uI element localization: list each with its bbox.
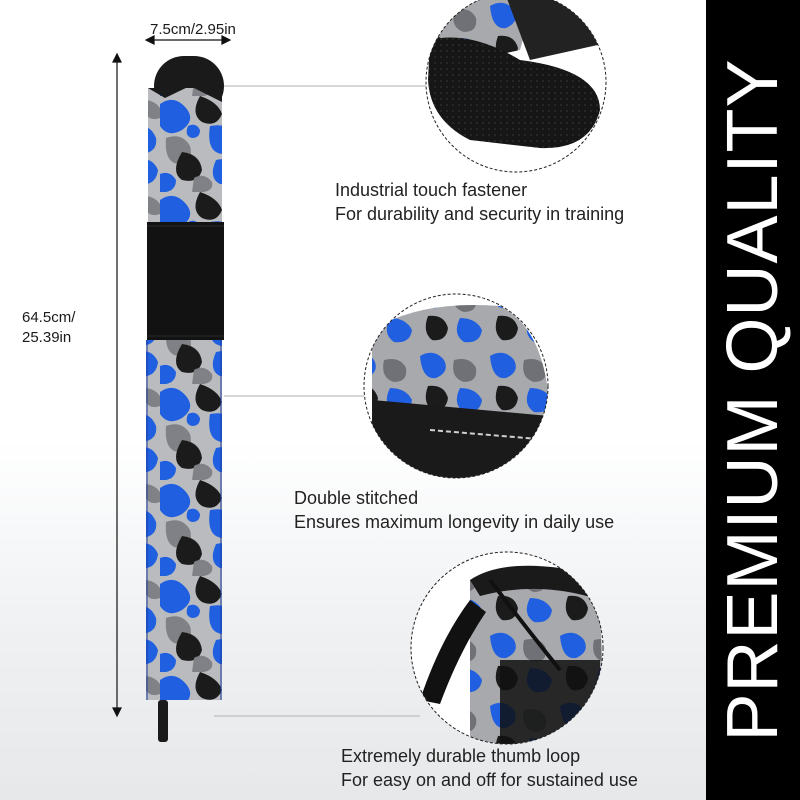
feature-title: Double stitched [294,488,419,508]
feature-subtitle: For durability and security in training [335,204,625,225]
length-dimension-label: 64.5cm/ 25.39in [22,308,75,347]
detail-circle-thumb-loop [410,551,604,745]
feature-caption-stitching: Double stitched Ensures maximum longevit… [294,486,614,535]
length-value-in: 25.39in [22,328,72,346]
width-dimension-arrow [144,35,232,45]
feature-subtitle: Ensures maximum longevity in daily use [294,512,615,533]
leader-lines [214,85,426,717]
length-dimension-arrow [112,52,122,718]
detail-circle-stitching [363,293,549,479]
premium-quality-banner: PREMIUM QUALITY [706,0,800,800]
length-value-cm: 64.5cm/ [22,309,76,326]
feature-caption-thumb-loop: Extremely durable thumb loop For easy on… [341,744,638,793]
width-value: 7.5cm/2.95in [150,21,236,38]
feature-title: Industrial touch fastener [335,180,528,200]
wrist-wrap [146,56,224,742]
feature-subtitle: For easy on and off for sustained use [341,770,638,791]
banner-text: PREMIUM QUALITY [713,58,793,742]
width-dimension-label: 7.5cm/2.95in [150,20,236,40]
feature-caption-velcro: Industrial touch fastener For durability… [335,178,624,227]
detail-circle-velcro [425,0,607,173]
feature-title: Extremely durable thumb loop [341,746,581,766]
